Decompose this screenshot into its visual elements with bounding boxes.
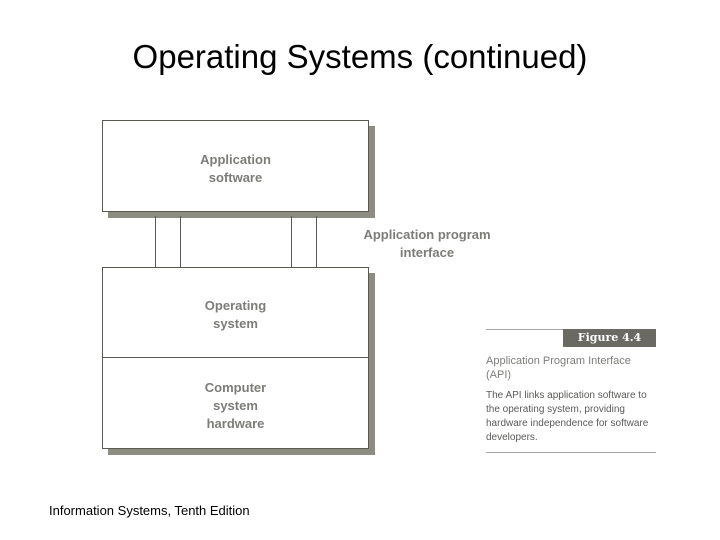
api-connector-right-inner xyxy=(291,216,292,267)
figure-caption-title: Application Program Interface (API) xyxy=(486,355,631,381)
slide-footer: Information Systems, Tenth Edition xyxy=(49,503,250,518)
os-hardware-box: Operating system Computer system hardwar… xyxy=(102,267,369,449)
figure-caption-text: The API links application software to th… xyxy=(486,390,649,443)
operating-system-label: Operating system xyxy=(204,298,267,331)
figure-caption-bottom-rule xyxy=(486,452,656,453)
api-connector-left-outer xyxy=(155,216,156,267)
api-label: Application program interface xyxy=(363,227,491,260)
os-hardware-divider xyxy=(103,357,368,358)
api-connector-right-outer xyxy=(316,216,317,267)
figure-number-badge: Figure 4.4 xyxy=(563,329,656,347)
api-connector-left-inner xyxy=(180,216,181,267)
slide-title: Operating Systems (continued) xyxy=(132,38,588,75)
application-software-label: Application software xyxy=(200,152,271,185)
application-software-box: Application software xyxy=(102,120,369,212)
computer-hardware-label: Computer system hardware xyxy=(204,380,267,431)
